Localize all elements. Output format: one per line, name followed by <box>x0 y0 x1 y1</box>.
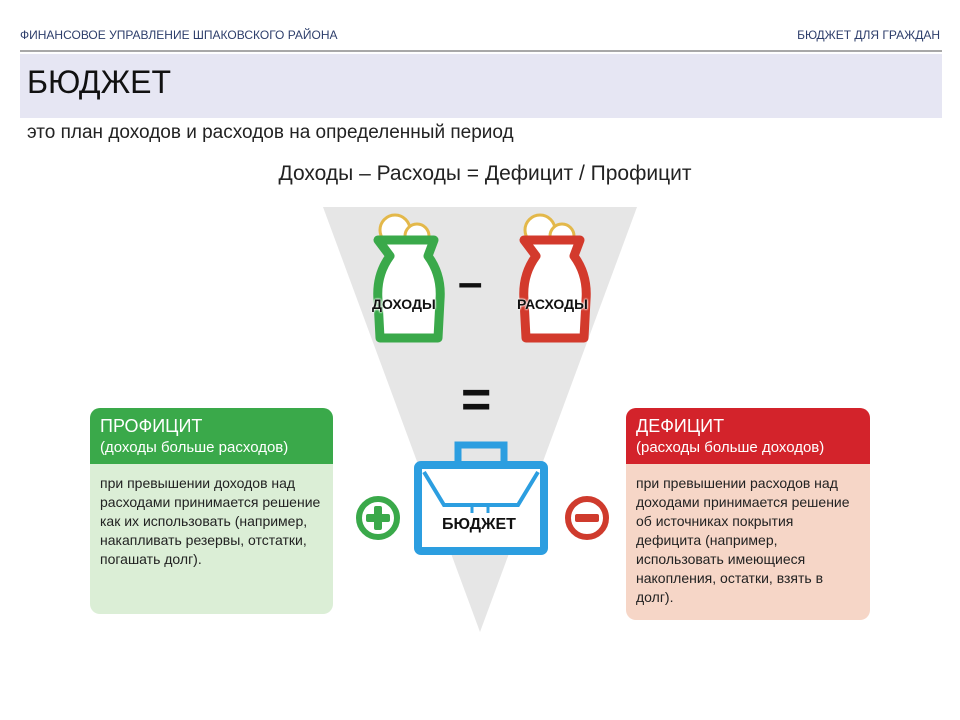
briefcase-icon <box>414 441 548 555</box>
deficit-text: при превышении расходов над доходами при… <box>636 475 850 605</box>
header-section: БЮДЖЕТ ДЛЯ ГРАЖДАН <box>797 28 940 42</box>
plus-icon <box>356 496 400 540</box>
minus-sign: – <box>458 258 483 307</box>
header-organization: ФИНАНСОВОЕ УПРАВЛЕНИЕ ШПАКОВСКОГО РАЙОНА <box>20 28 338 42</box>
expense-sack-icon <box>519 213 591 343</box>
equals-sign: = <box>461 371 492 429</box>
title-bar <box>20 54 942 118</box>
page-title: БЮДЖЕТ <box>27 64 172 100</box>
surplus-header: ПРОФИЦИТ (доходы больше расходов) <box>90 408 333 464</box>
budget-formula: Доходы – Расходы = Дефицит / Профицит <box>278 162 692 185</box>
page-subtitle: это план доходов и расходов на определен… <box>27 122 514 143</box>
deficit-header: ДЕФИЦИТ (расходы больше доходов) <box>626 408 870 464</box>
minus-icon <box>565 496 609 540</box>
income-sack-icon <box>373 213 445 343</box>
surplus-subtitle: (доходы больше расходов) <box>100 439 289 456</box>
surplus-title: ПРОФИЦИТ <box>100 416 203 436</box>
income-label: ДОХОДЫ <box>372 296 436 312</box>
surplus-card: ПРОФИЦИТ (доходы больше расходов) при пр… <box>90 408 333 614</box>
deficit-card: ДЕФИЦИТ (расходы больше доходов) при пре… <box>626 408 870 620</box>
deficit-subtitle: (расходы больше доходов) <box>636 439 825 456</box>
expense-label: РАСХОДЫ <box>517 296 588 312</box>
budget-label: БЮДЖЕТ <box>442 516 516 533</box>
deficit-title: ДЕФИЦИТ <box>636 416 725 436</box>
header-divider <box>20 50 942 52</box>
surplus-text: при превышении доходов над расходами при… <box>100 475 321 567</box>
